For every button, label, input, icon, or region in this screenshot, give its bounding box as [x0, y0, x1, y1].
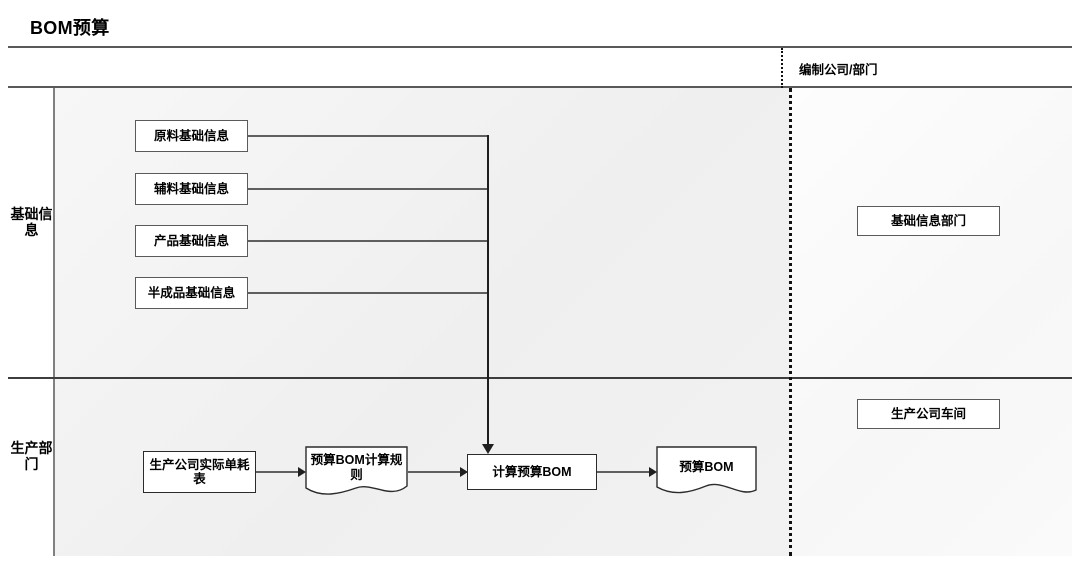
arrowhead-to-calc	[460, 467, 468, 477]
connector-calc-to-output	[597, 471, 652, 473]
page-title: BOM预算	[30, 18, 110, 38]
node-product[interactable]: 产品基础信息	[135, 225, 248, 257]
connector-rule-to-calc	[408, 471, 463, 473]
node-budget-bom-label: 预算BOM	[679, 460, 734, 474]
connector-raw-material	[248, 135, 488, 137]
node-budget-bom-rule-label: 预算BOM计算规则	[310, 453, 403, 482]
owner-column	[790, 88, 1072, 556]
owner-production-workshop[interactable]: 生产公司车间	[857, 399, 1000, 429]
node-actual-consumption[interactable]: 生产公司实际单耗表	[143, 451, 256, 493]
lane-label-column	[8, 88, 55, 556]
dotted-separator	[789, 88, 792, 556]
title-row: BOM预算	[8, 8, 1072, 48]
node-budget-bom-rule[interactable]: 预算BOM计算规则	[305, 446, 408, 498]
node-raw-material[interactable]: 原料基础信息	[135, 120, 248, 152]
dept-column-header: 编制公司/部门	[799, 62, 878, 77]
owner-basic-info-dept[interactable]: 基础信息部门	[857, 206, 1000, 236]
node-calc-budget-bom[interactable]: 计算预算BOM	[467, 454, 597, 490]
lane-label-production: 生产部门	[10, 440, 53, 473]
connector-aux-material	[248, 188, 488, 190]
arrowhead-to-output	[649, 467, 657, 477]
connector-product	[248, 240, 488, 242]
diagram-body: 基础信息 生产部门 原料基础信息 辅料基础信息 产品基础信息 半成品基础信息 生…	[8, 88, 1072, 556]
dotted-separator-header	[781, 48, 783, 88]
arrowhead-to-calc-budget-bom	[482, 444, 494, 454]
node-aux-material[interactable]: 辅料基础信息	[135, 173, 248, 205]
arrowhead-to-rule	[298, 467, 306, 477]
connector-consumption-to-rule	[256, 471, 300, 473]
node-budget-bom[interactable]: 预算BOM	[656, 446, 757, 498]
header-row	[8, 48, 1072, 88]
connector-semi-product	[248, 292, 488, 294]
lane-divider	[8, 377, 1072, 379]
node-semi-product[interactable]: 半成品基础信息	[135, 277, 248, 309]
connector-vertical-bus	[487, 135, 489, 448]
lane-label-basic-info: 基础信息	[10, 206, 53, 239]
